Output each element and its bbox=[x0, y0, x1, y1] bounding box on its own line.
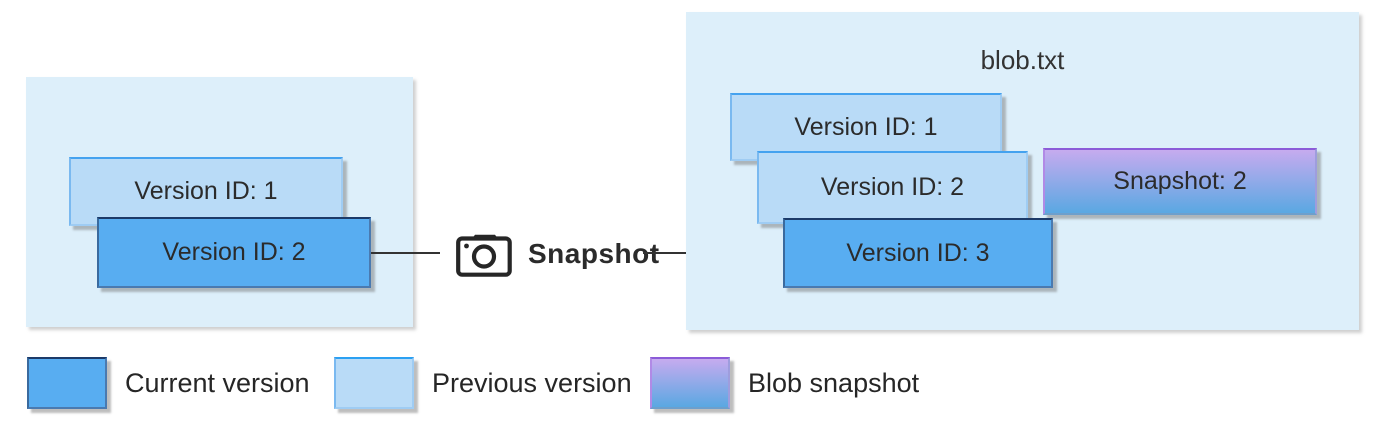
current-version-swatch bbox=[27, 357, 107, 409]
snapshot-action-label: Snapshot bbox=[528, 238, 660, 269]
left-blob-container: blob.txt Version ID: 1 Version ID: 2 bbox=[26, 77, 413, 327]
right-version-3-label: Version ID: 3 bbox=[846, 238, 990, 267]
legend-item-previous-version: Previous version bbox=[334, 357, 632, 409]
right-version-3-box: Version ID: 3 bbox=[783, 218, 1053, 288]
camera-icon bbox=[456, 234, 512, 277]
right-version-1-label: Version ID: 1 bbox=[794, 112, 938, 141]
left-version-2-box: Version ID: 2 bbox=[97, 217, 371, 288]
left-version-1-label: Version ID: 1 bbox=[134, 177, 278, 205]
right-snapshot-2-label: Snapshot: 2 bbox=[1113, 167, 1247, 195]
previous-version-swatch bbox=[334, 357, 414, 409]
right-snapshot-2-box: Snapshot: 2 bbox=[1043, 148, 1317, 215]
legend-label-previous-version: Previous version bbox=[432, 367, 632, 398]
right-version-2-box: Version ID: 2 bbox=[757, 151, 1028, 224]
blob-snapshot-swatch bbox=[650, 357, 730, 409]
left-version-1-box: Version ID: 1 bbox=[69, 157, 343, 226]
legend-label-current-version: Current version bbox=[125, 367, 310, 398]
legend-label-blob-snapshot: Blob snapshot bbox=[748, 367, 920, 398]
legend-item-blob-snapshot: Blob snapshot bbox=[650, 357, 919, 409]
legend-item-current-version: Current version bbox=[27, 357, 310, 409]
right-version-2-label: Version ID: 2 bbox=[820, 173, 965, 201]
connector-line-left bbox=[371, 252, 440, 254]
left-version-2-label: Version ID: 2 bbox=[162, 238, 306, 266]
right-blob-title: blob.txt bbox=[980, 45, 1065, 75]
right-blob-container: blob.txt Version ID: 1 Version ID: 2 Sna… bbox=[686, 12, 1359, 330]
